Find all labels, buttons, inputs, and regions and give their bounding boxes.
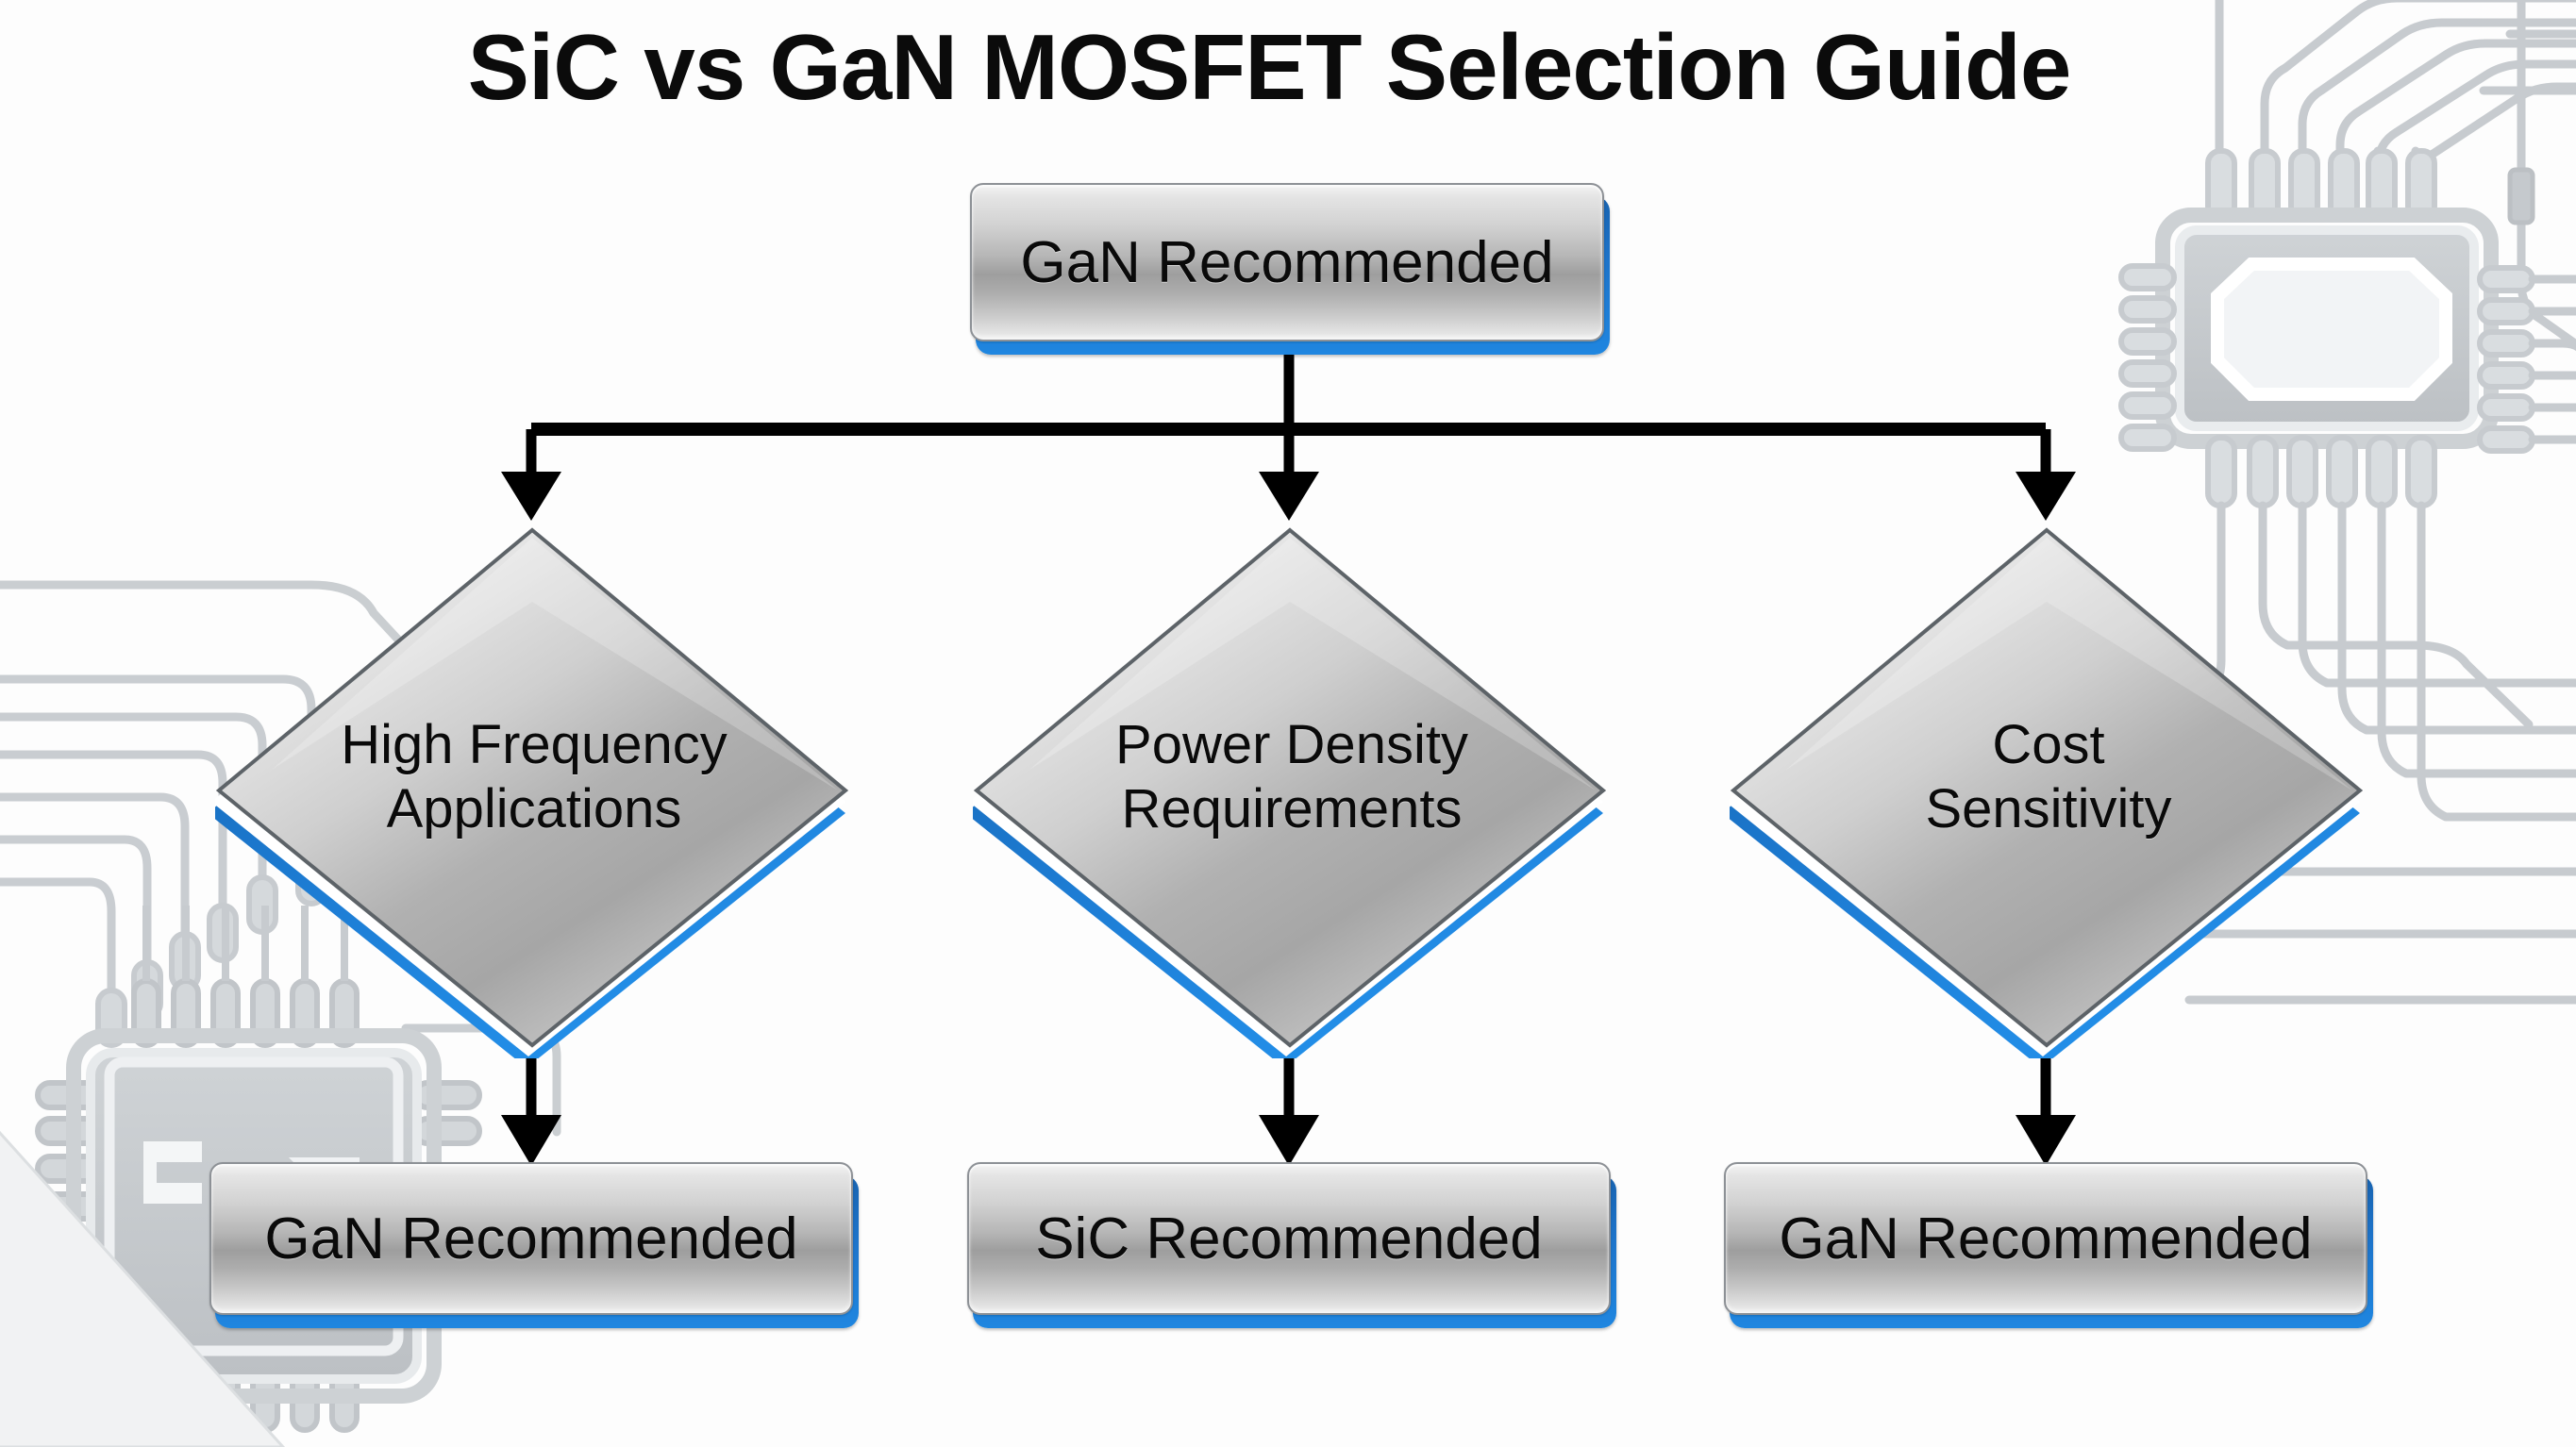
decision-3-label-line1: Cost: [1992, 714, 2105, 775]
decision-1-shape: [215, 527, 849, 1058]
decision-2-label-line1: Power Density: [1115, 714, 1468, 775]
root-box-label: GaN Recommended: [1020, 229, 1554, 295]
arrowhead-decision-2: [1259, 472, 1319, 521]
arrowhead-outcome-2: [1259, 1115, 1319, 1166]
node-outcome-3[interactable]: GaN Recommended: [1724, 1162, 2373, 1328]
decision-2-label: Power Density Requirements: [973, 713, 1611, 841]
decision-3-label: Cost Sensitivity: [1730, 713, 2367, 841]
node-root[interactable]: GaN Recommended: [970, 183, 1610, 355]
arrowhead-outcome-1: [501, 1115, 561, 1166]
node-decision-1[interactable]: High Frequency Applications: [215, 524, 853, 1058]
outcome-2-label: SiC Recommended: [1035, 1206, 1543, 1272]
arrowhead-decision-1: [501, 472, 561, 521]
outcome-3-label: GaN Recommended: [1779, 1206, 2313, 1272]
decision-3-label-line2: Sensitivity: [1925, 777, 2172, 840]
outcome-1-label: GaN Recommended: [264, 1206, 798, 1272]
slide-title: SiC vs GaN MOSFET Selection Guide: [0, 19, 2576, 116]
decision-2-shape: [973, 527, 1607, 1058]
node-decision-2[interactable]: Power Density Requirements: [973, 524, 1611, 1058]
decision-1-label: High Frequency Applications: [215, 713, 853, 841]
decision-2-label-line2: Requirements: [1121, 777, 1463, 840]
node-decision-3[interactable]: Cost Sensitivity: [1730, 524, 2367, 1058]
decision-1-label-line1: High Frequency: [341, 714, 728, 775]
decision-3-shape: [1730, 527, 2364, 1058]
slide-title-text: SiC vs GaN MOSFET Selection Guide: [467, 15, 2072, 119]
arrowhead-decision-3: [2016, 472, 2076, 521]
outcome-3-face: GaN Recommended: [1724, 1162, 2367, 1315]
ic-chip-top-right: [2118, 0, 2576, 1005]
decision-1-label-line2: Applications: [386, 777, 682, 840]
root-box-face: GaN Recommended: [970, 183, 1604, 341]
outcome-2-face: SiC Recommended: [967, 1162, 1611, 1315]
outcome-1-face: GaN Recommended: [209, 1162, 853, 1315]
arrowhead-outcome-3: [2016, 1115, 2076, 1166]
node-outcome-1[interactable]: GaN Recommended: [209, 1162, 859, 1328]
node-outcome-2[interactable]: SiC Recommended: [967, 1162, 1616, 1328]
